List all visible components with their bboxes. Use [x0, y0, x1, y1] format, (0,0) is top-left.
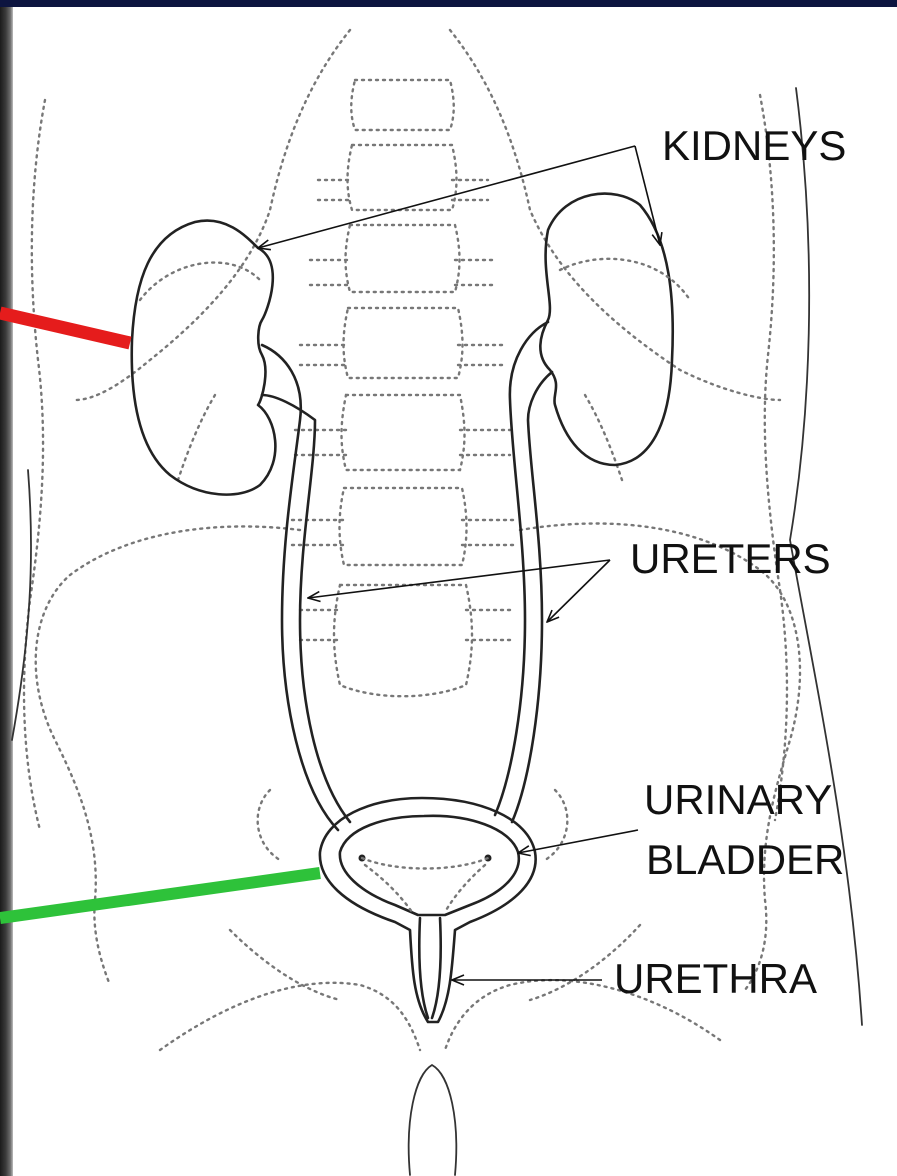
kidneys — [132, 194, 690, 495]
label-kidneys: KIDNEYS — [662, 122, 846, 169]
leader-arrows — [258, 146, 660, 980]
left-kidney — [540, 194, 672, 465]
label-urinary: URINARY — [644, 776, 832, 823]
ureters — [262, 322, 552, 830]
label-urethra: URETHRA — [614, 955, 817, 1002]
spine — [292, 80, 515, 696]
left-ureter-inner — [512, 372, 552, 822]
ribcage — [75, 30, 780, 480]
urethra — [419, 918, 440, 1018]
red-marker-line — [0, 313, 130, 343]
right-kidney — [132, 221, 276, 495]
green-marker-line — [0, 873, 320, 918]
label-ureters: URETERS — [630, 535, 831, 582]
label-bladder: BLADDER — [646, 836, 844, 883]
